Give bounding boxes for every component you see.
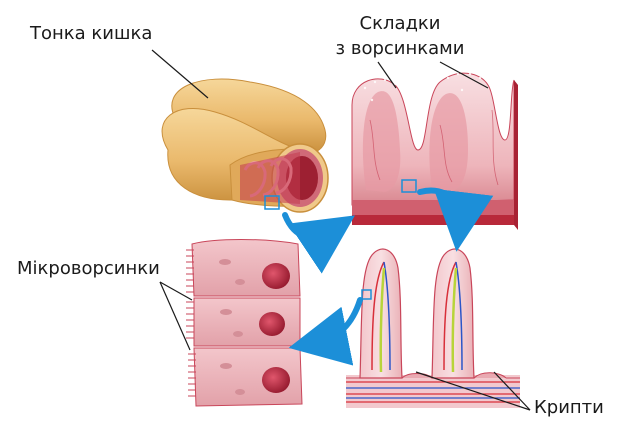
leader-microvilli-2	[160, 282, 190, 350]
leader-microvilli-1	[160, 282, 192, 300]
microvilli-cells-illustration	[186, 240, 302, 407]
villi-crypts-illustration	[346, 249, 520, 408]
label-folds-line2: з ворсинками	[295, 38, 505, 60]
small-intestine-illustration	[162, 79, 328, 212]
arrow-intestine-to-folds	[285, 215, 330, 238]
folds-with-villi-illustration	[352, 73, 518, 230]
label-small-intestine: Тонка кишка	[30, 23, 152, 45]
label-microvilli: Мікроворсинки	[17, 258, 160, 280]
arrow-villi-to-cells	[318, 300, 360, 342]
label-crypts: Крипти	[534, 397, 604, 419]
label-folds-line1: Складки	[340, 13, 460, 35]
